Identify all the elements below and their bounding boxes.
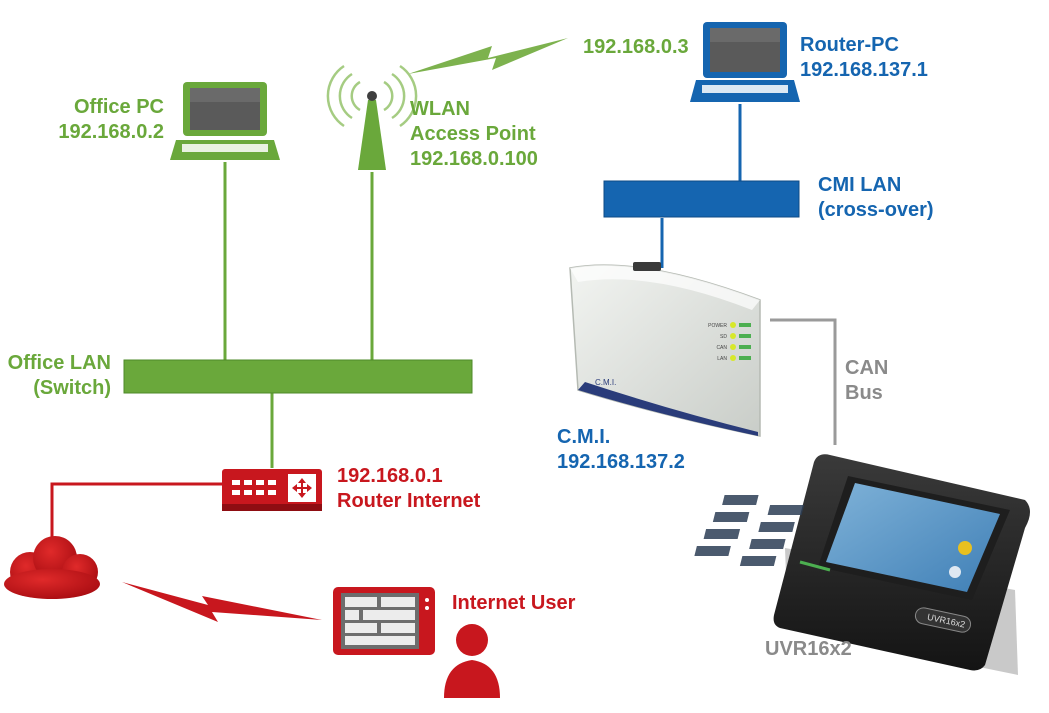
- tablet-icon: [333, 587, 435, 655]
- cmi-ip: 192.168.137.2: [557, 451, 685, 473]
- wlan-line1: WLAN: [410, 98, 470, 120]
- router-internet-icon: [222, 469, 322, 511]
- office-pc-name: Office PC: [73, 96, 164, 118]
- router-pc-label: Router-PC 192.168.137.1: [800, 33, 928, 83]
- wlan-ip: 192.168.0.100: [410, 148, 538, 170]
- router-pc-ip: 192.168.137.1: [800, 59, 928, 81]
- cmi-device-icon: POWER SD CAN LAN C.M.I.: [569, 262, 761, 437]
- office-lan-switch: [123, 359, 473, 394]
- cmi-lan-label: CMI LAN (cross-over): [818, 173, 934, 223]
- internet-user-label: Internet User: [452, 592, 576, 614]
- led-label-can: CAN: [716, 345, 727, 351]
- internet-user-icon: [444, 624, 500, 698]
- cmi-name: C.M.I.: [557, 426, 611, 448]
- led-label-sd: SD: [720, 334, 727, 340]
- led-label-lan: LAN: [717, 356, 727, 362]
- cmi-lan-switch: [603, 180, 800, 218]
- router-internet-label: 192.168.0.1 Router Internet: [337, 464, 480, 514]
- wlan-label: WLAN Access Point 192.168.0.100: [410, 97, 538, 172]
- wlan-line2: Access Point: [410, 123, 536, 145]
- office-network-links: [223, 162, 374, 468]
- internet-cloud-icon: [4, 536, 100, 599]
- wireless-link-bolt: [408, 38, 568, 74]
- office-lan-label: Office LAN (Switch): [0, 351, 111, 401]
- office-lan-line1: Office LAN: [7, 352, 111, 374]
- can-bus-link: [770, 318, 837, 445]
- cmi-brand-mark: C.M.I.: [595, 378, 616, 387]
- office-pc-laptop-icon: [170, 82, 280, 160]
- internet-link: [50, 482, 222, 545]
- cmi-label: C.M.I. 192.168.137.2: [557, 425, 685, 475]
- internet-link-bolt: [122, 582, 322, 622]
- office-lan-line2: (Switch): [33, 377, 111, 399]
- can-bus-line1: CAN: [845, 357, 889, 379]
- cmi-lan-line1: CMI LAN: [818, 174, 902, 196]
- router-pc-name: Router-PC: [800, 34, 899, 56]
- uvr16x2-controller-icon: UVR16x2: [694, 454, 1030, 675]
- router-internet-ip: 192.168.0.1: [337, 465, 443, 487]
- uvr16x2-label: UVR16x2: [765, 638, 852, 660]
- cmi-led-panel: POWER SD CAN LAN: [708, 322, 751, 362]
- office-pc-label: Office PC 192.168.0.2: [40, 95, 164, 145]
- wireless-client-ip: 192.168.0.3: [583, 36, 689, 58]
- can-bus-line2: Bus: [845, 382, 883, 404]
- cmi-lan-line2: (cross-over): [818, 199, 934, 221]
- router-pc-laptop-icon: [690, 22, 800, 102]
- office-pc-ip: 192.168.0.2: [58, 121, 164, 143]
- can-bus-label: CAN Bus: [845, 356, 888, 406]
- router-internet-name: Router Internet: [337, 490, 481, 512]
- wlan-antenna-icon: [326, 64, 418, 170]
- led-label-power: POWER: [708, 323, 727, 329]
